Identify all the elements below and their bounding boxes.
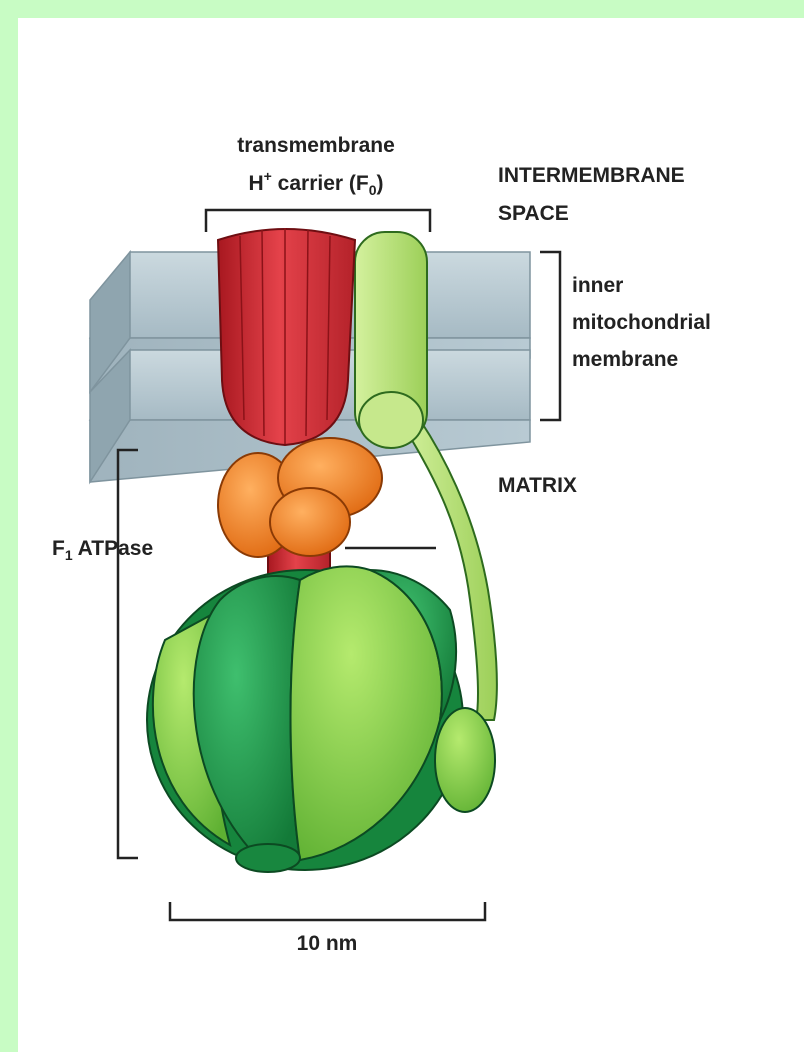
inner-membrane-label-line1: inner [572,274,623,297]
f1-head [147,566,495,872]
fo-label-line2: H+ carrier (F0) [248,168,383,198]
intermembrane-label-line2: SPACE [498,202,569,225]
inner-membrane-label-line3: membrane [572,348,678,371]
matrix-label: MATRIX [498,474,577,497]
scale-label: 10 nm [297,932,358,955]
scale-bar [170,902,485,920]
fo-subunit-c-ring [218,228,355,445]
fo-bracket [206,210,430,232]
intermembrane-label-line1: INTERMEMBRANE [498,164,685,187]
epsilon-delta-subunits [218,438,382,557]
inner-membrane-label-line2: mitochondrial [572,311,711,334]
f1-atpase-label: F1 ATPase [52,537,153,563]
f1-bracket [118,450,138,858]
fo-label-line1: transmembrane [237,134,395,157]
membrane-bracket [540,252,560,420]
